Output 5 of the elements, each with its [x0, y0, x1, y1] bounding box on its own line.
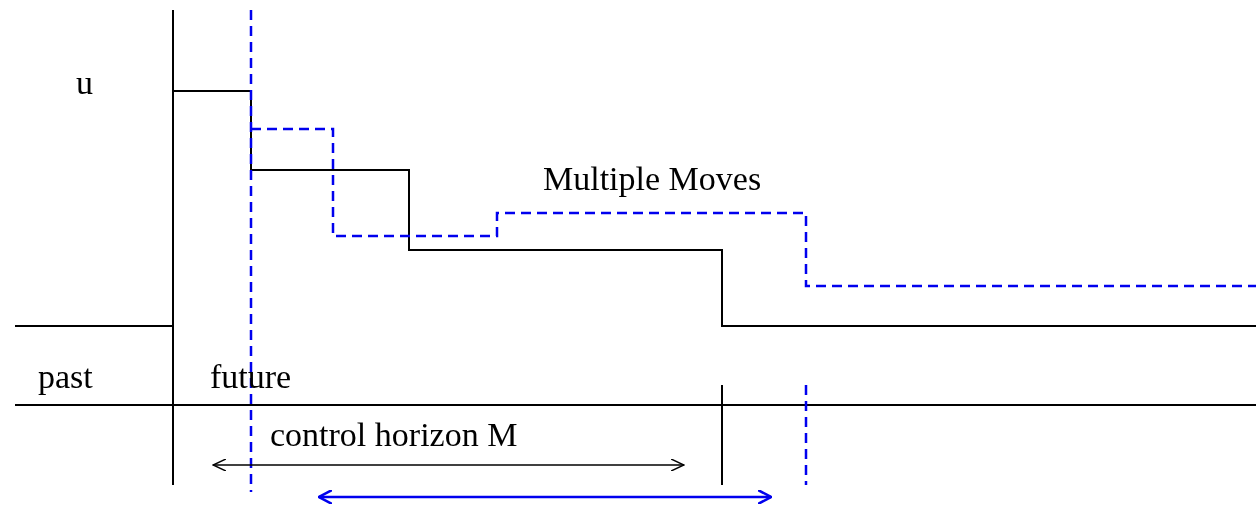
dimension-label: control horizon M — [270, 418, 518, 452]
annotation-text: Multiple Moves — [543, 162, 762, 196]
region-label: future — [210, 360, 292, 394]
axis-label: u — [76, 66, 93, 100]
region-label: past — [38, 360, 93, 394]
